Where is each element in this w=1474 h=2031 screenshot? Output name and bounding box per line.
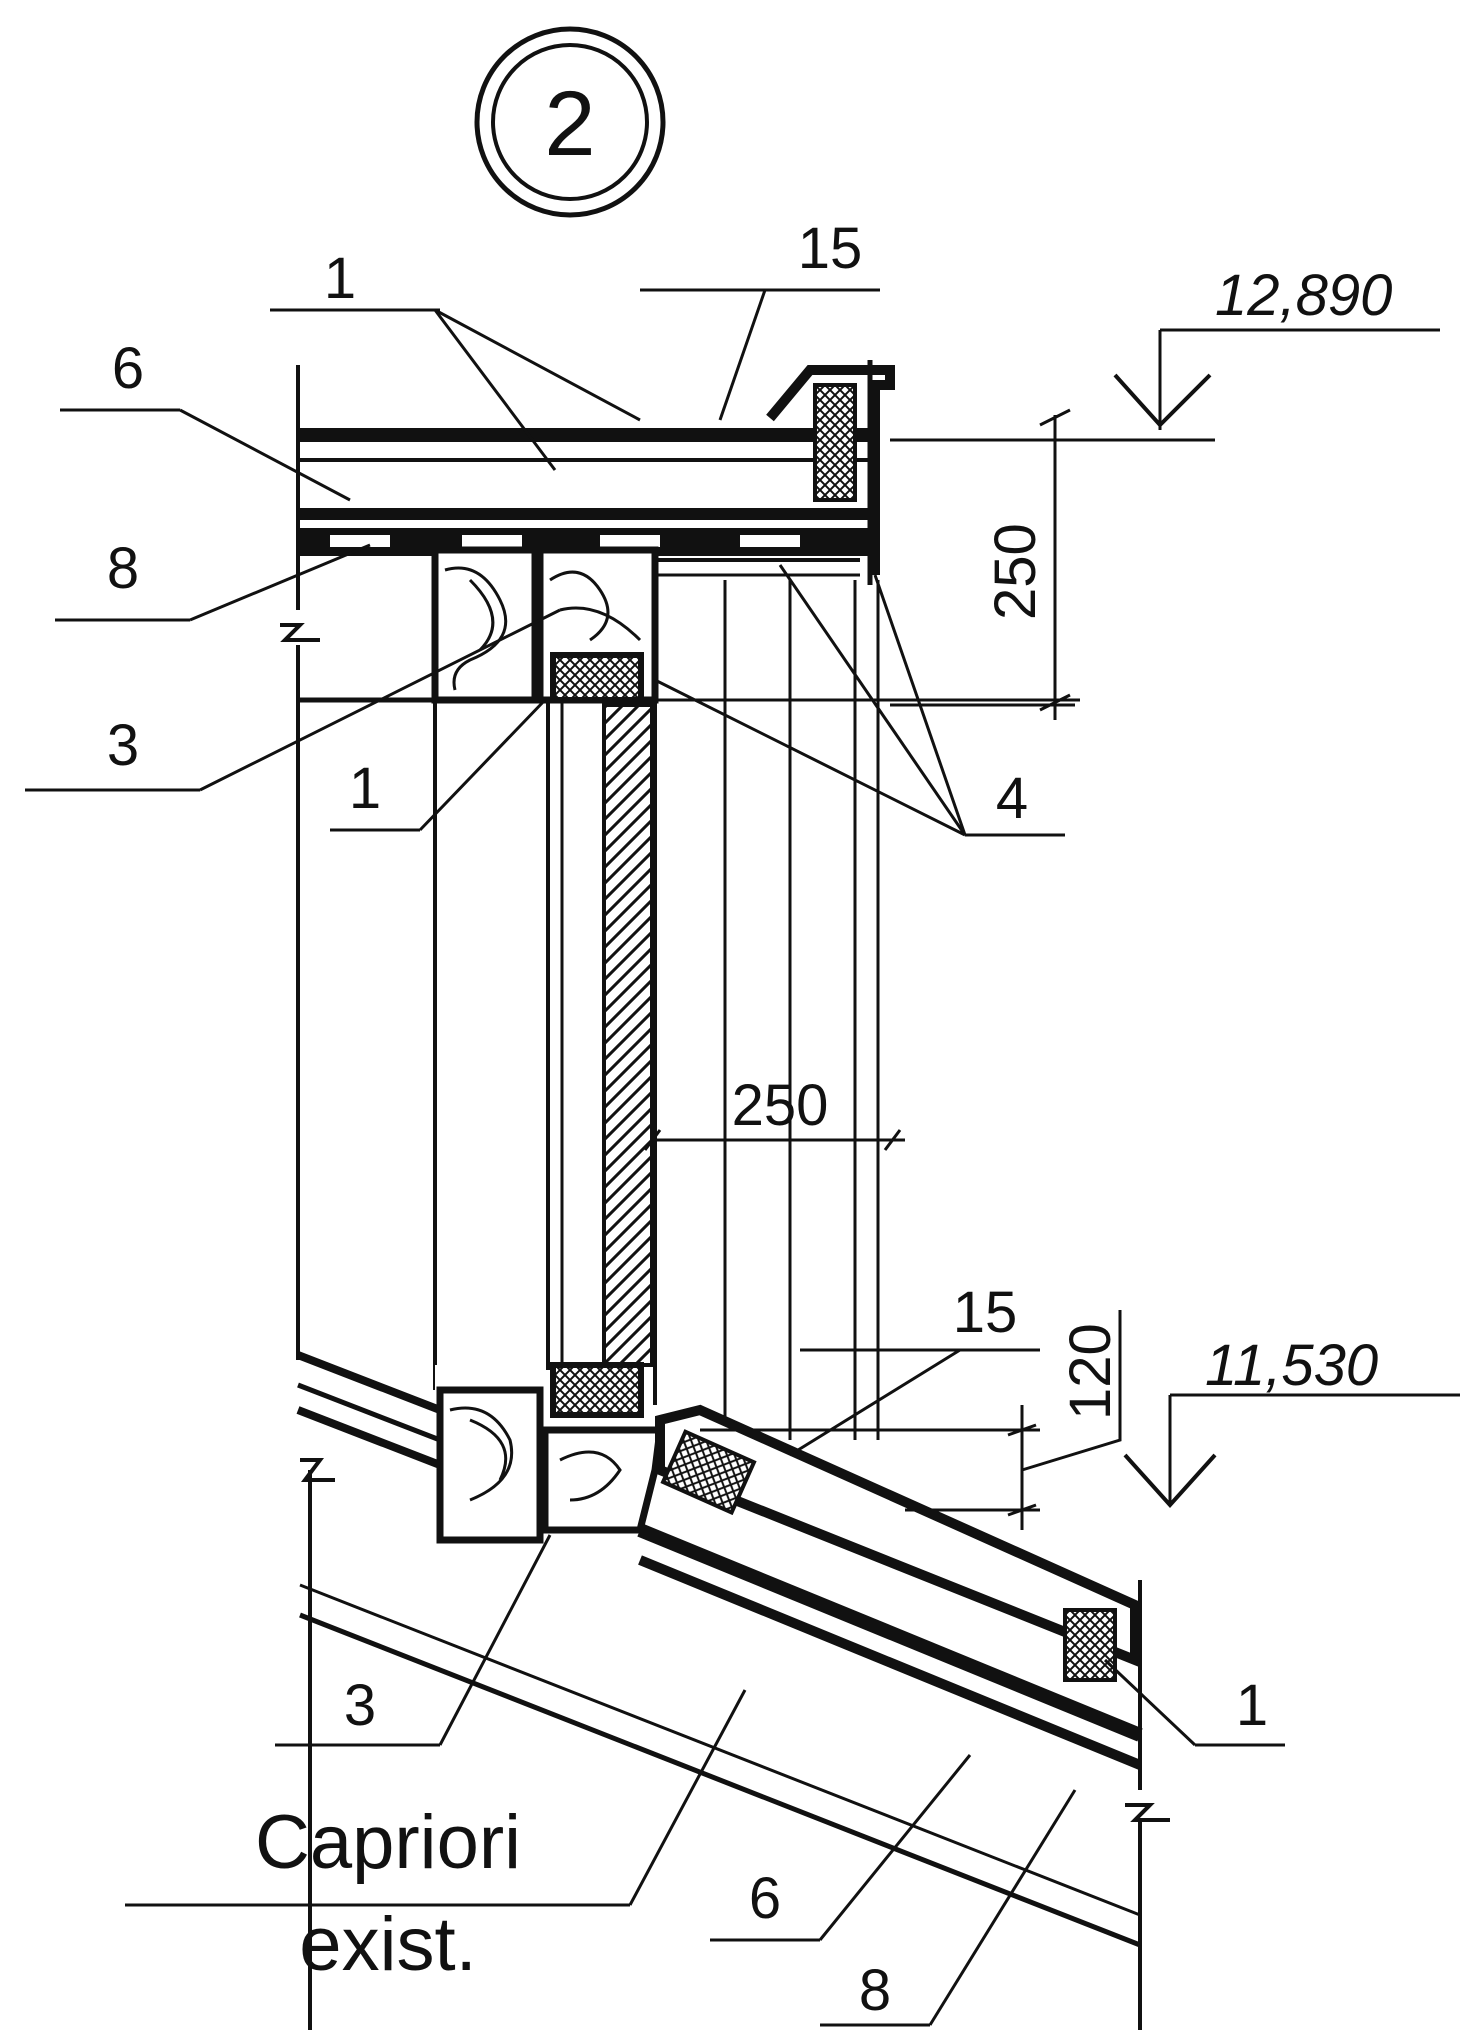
dimension-sill-height-label: 120 [1058,1323,1123,1420]
sill-assembly [435,1362,1140,1682]
note-line-1: Capriori [255,1800,521,1885]
existing-rafters-note: Capriori exist. [255,1800,521,1987]
level-marker-top [1113,328,1440,430]
callout-bottom-3: 3 [344,1673,376,1738]
dimension-top-height-label: 250 [983,523,1048,620]
sloped-roof [296,1351,1170,2030]
callout-bottom-1: 1 [1236,1673,1268,1738]
detail-number: 2 [544,73,595,175]
callout-leaders [25,288,1285,2027]
level-bottom-label: 11,530 [1205,1333,1378,1398]
callout-bottom-8: 8 [859,1958,891,2023]
note-line-2: exist. [299,1902,476,1987]
callout-bottom-6: 6 [749,1866,781,1931]
callout-bottom-15: 15 [953,1280,1018,1345]
callout-mid-1: 1 [349,756,381,821]
callout-labels: 1 15 6 8 3 1 4 15 3 1 6 8 [107,216,1268,2023]
callout-top-3: 3 [107,713,139,778]
callout-top-4: 4 [996,766,1028,831]
top-roof-assembly [280,360,1215,1440]
callout-top-6: 6 [112,336,144,401]
dimension-opening-width-label: 250 [732,1073,829,1138]
window-frame [433,580,857,1440]
callout-top-15: 15 [798,216,863,281]
callout-top-8: 8 [107,536,139,601]
detail-bubble: 2 [474,26,666,218]
dimension-opening-width [643,1129,905,1151]
dimension-sill-height [1007,1310,1122,1530]
level-top-label: 12,890 [1215,263,1392,328]
callout-top-1: 1 [324,246,356,311]
level-marker-bottom [1123,1393,1460,1508]
